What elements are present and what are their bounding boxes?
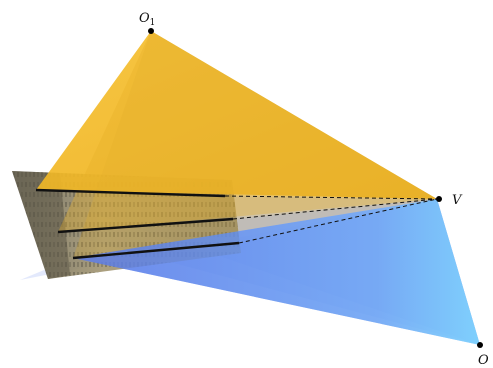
point-o2 [477,342,483,348]
label-v: V [452,193,463,208]
point-o1 [148,28,154,34]
label-o1: O1 [139,11,155,28]
point-v [436,196,442,202]
label-o2: O [478,353,489,368]
